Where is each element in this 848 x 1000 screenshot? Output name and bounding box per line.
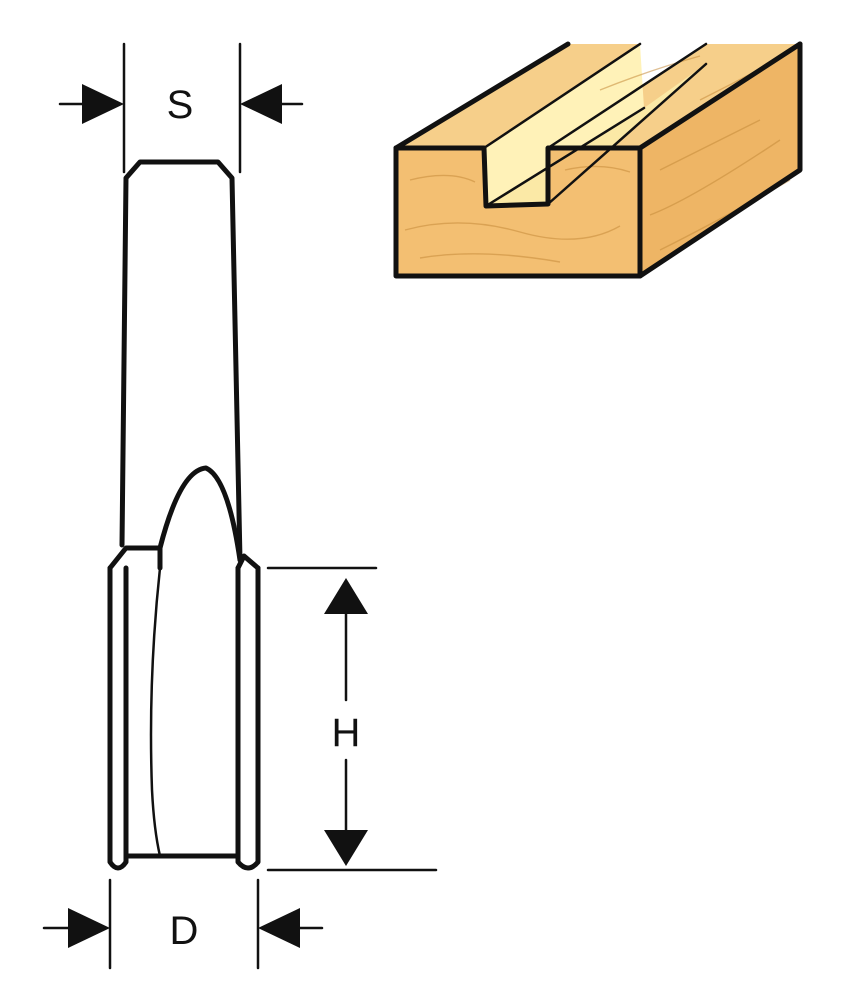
bit-shank [119, 159, 243, 563]
groove-wall [484, 44, 644, 206]
dimension-d: D [42, 878, 324, 970]
wood-top-left [396, 44, 640, 148]
router-bit [107, 159, 261, 871]
wood-side-face [640, 44, 800, 276]
wood-front-face [396, 148, 640, 276]
label-s: S [167, 83, 194, 127]
label-d: D [170, 909, 199, 953]
label-h: H [332, 711, 361, 755]
grooved-wood-block [393, 41, 803, 279]
bit-cutter-body [107, 565, 261, 871]
bit-flute [157, 465, 243, 563]
dimension-s: S [58, 42, 304, 174]
dimension-h: H [266, 566, 438, 872]
